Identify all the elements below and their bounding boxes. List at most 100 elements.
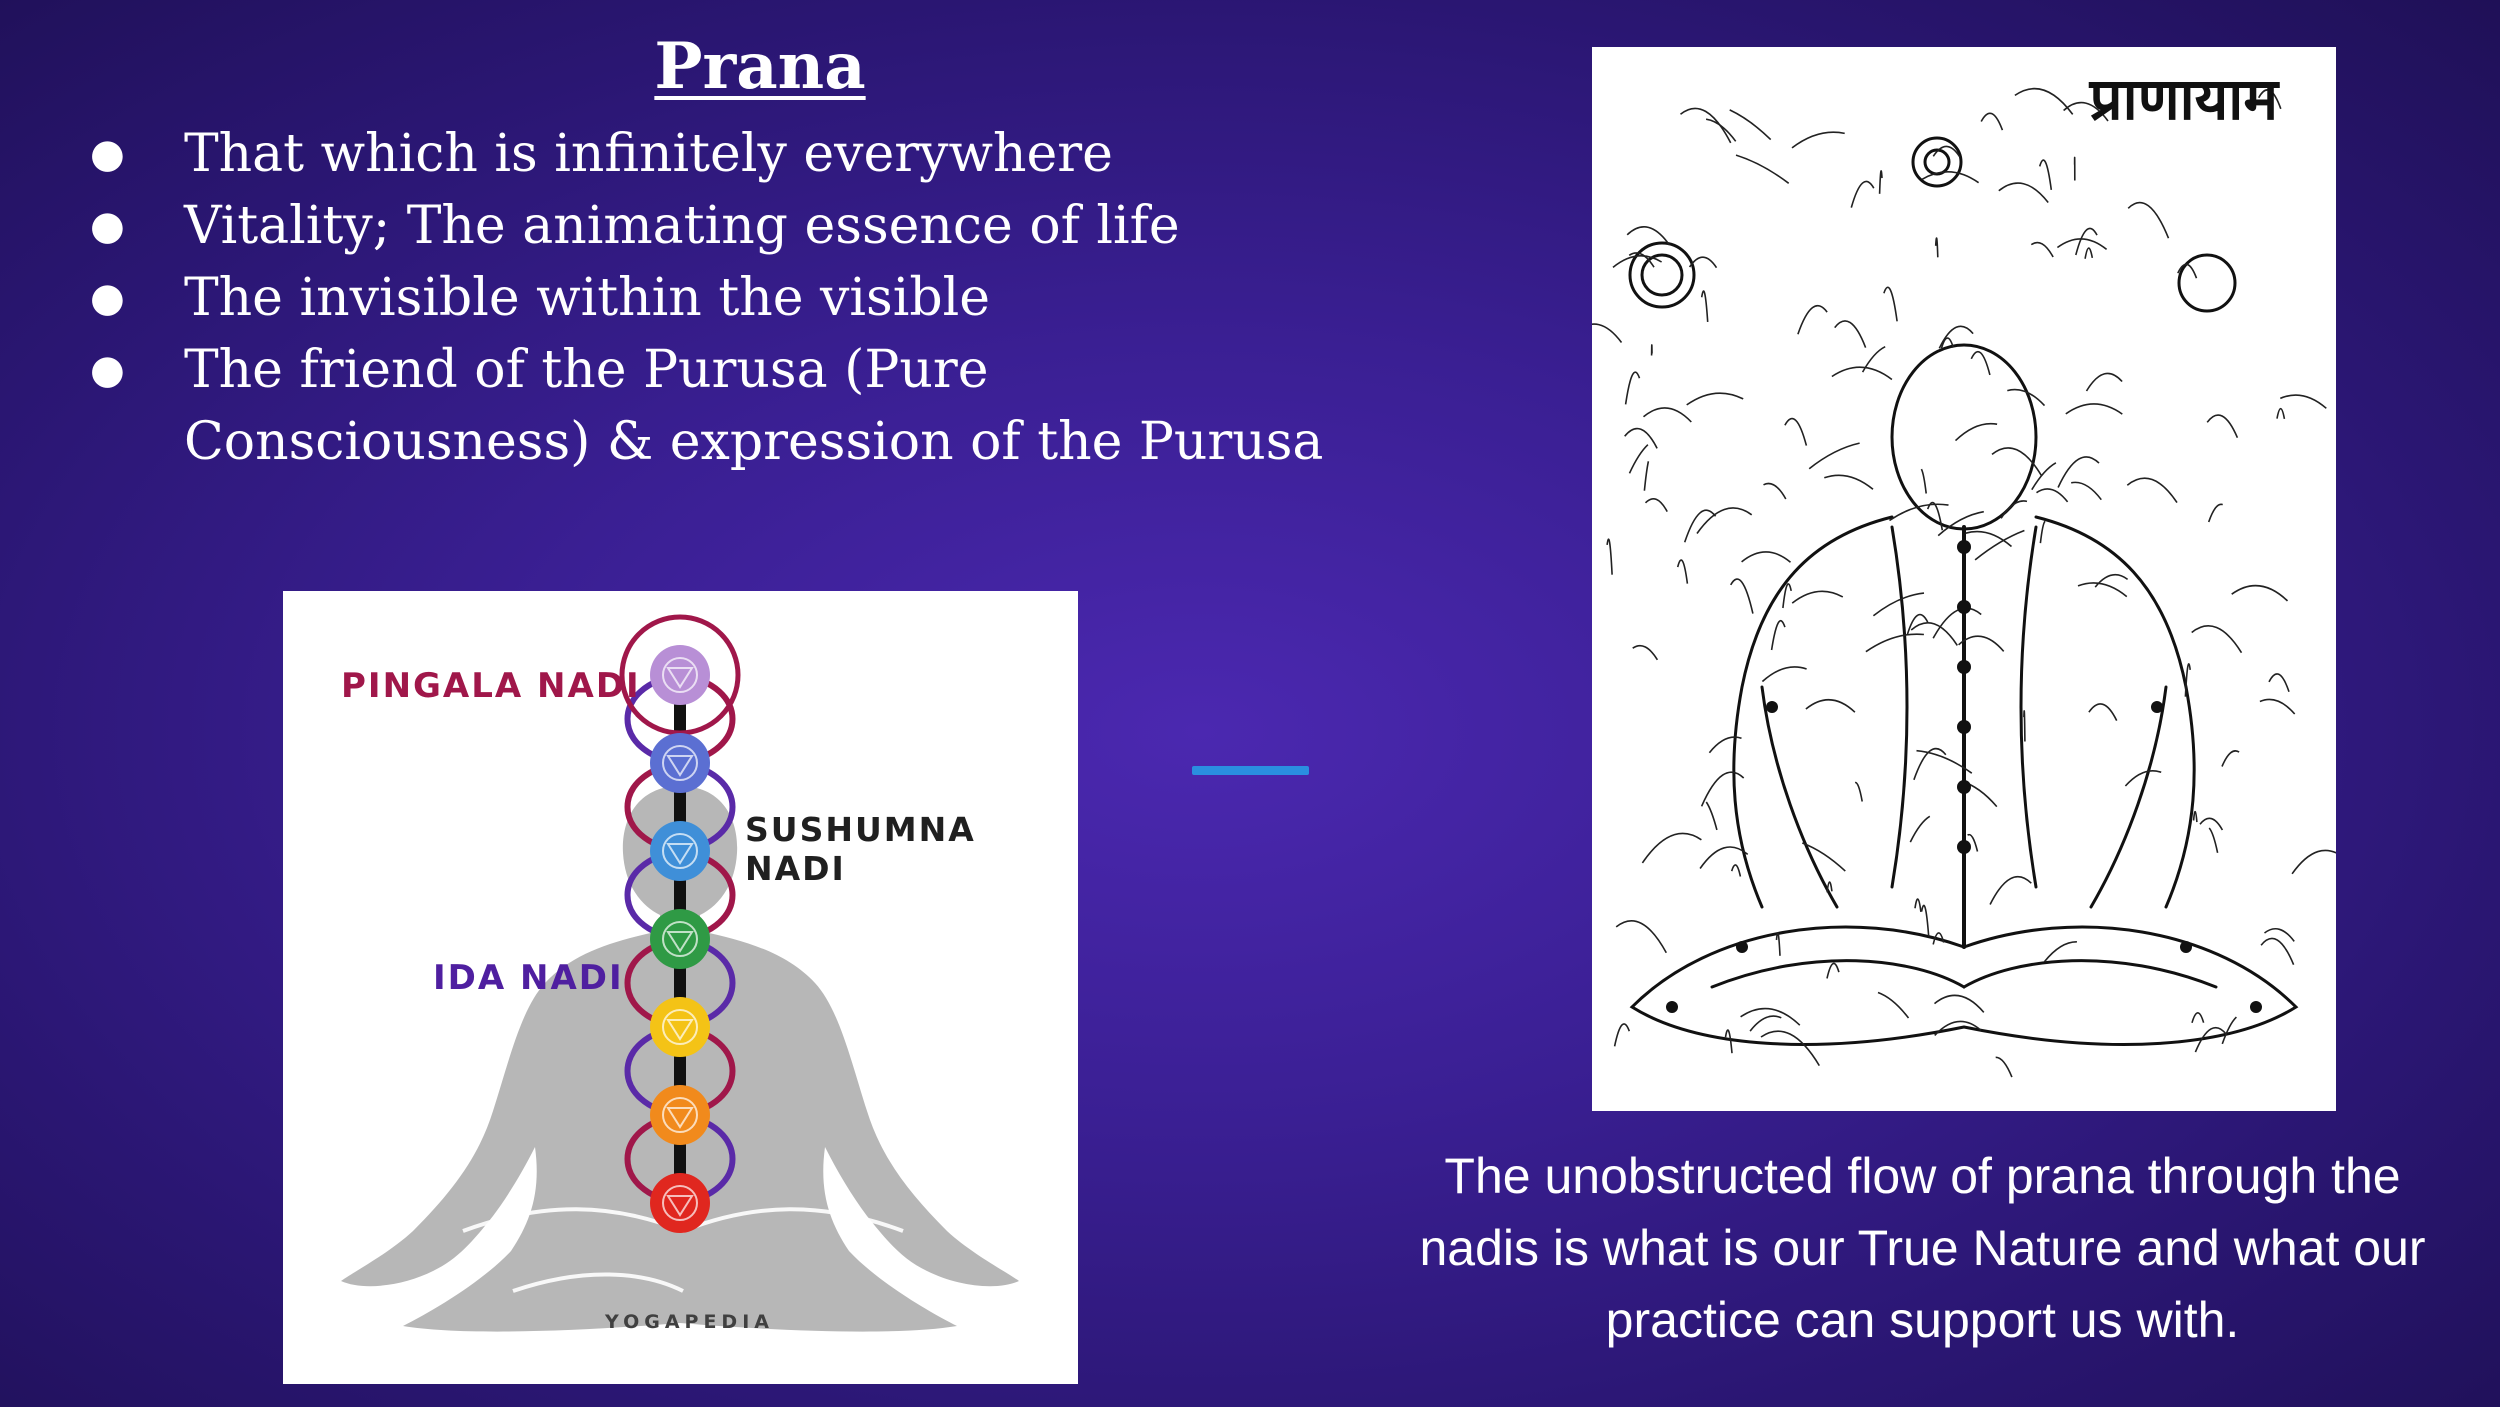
sketch-nerve-line (2126, 477, 2178, 504)
sketch-nerve-line (1910, 622, 1958, 646)
sketch-nerve-line (2127, 201, 2170, 239)
sketch-nerve-line (1700, 771, 1745, 807)
sketch-nerve-line (2038, 159, 2053, 191)
sketch-nerve-line (1974, 529, 2025, 561)
sketch-nerve-line (1643, 461, 1650, 491)
sketch-nerve-line (1761, 666, 1807, 683)
sketch-nerve-line (1797, 305, 1828, 335)
sketch-nerve-line (1980, 112, 2004, 131)
bullet-list: ● That which is infinitely everywhere ● … (80, 118, 1400, 478)
ida-nadi-label: IDA NADI (433, 958, 624, 998)
sketch-nerve-line (1824, 474, 1874, 490)
sketch-nerve-line (1954, 422, 1998, 442)
sketch-nerve-line (1995, 1056, 2013, 1078)
sketch-nerve-line (1932, 932, 1945, 945)
sketch-nerve-line (1940, 337, 1955, 349)
sketch-nerve-line (1921, 171, 1980, 184)
sketch-chakra-dot (1957, 660, 1971, 674)
chakra-symbol (650, 645, 710, 705)
chakra-symbol (650, 1085, 710, 1145)
chakra-symbol (650, 997, 710, 1057)
sketch-nerve-line (2192, 810, 2198, 823)
sketch-nerve-line (1958, 635, 2005, 652)
sketch-nerve-line (1613, 1023, 1631, 1047)
sketch-nerve-line (1700, 290, 1709, 322)
sketch-chakra-dot (1957, 840, 1971, 854)
pranayama-body-sketch (1592, 87, 2336, 1078)
sketch-nerve-line (1763, 482, 1787, 500)
sketch-nerve-line (2221, 750, 2240, 767)
sketch-nerve-line (2221, 1016, 2237, 1045)
sketch-nerve-line (1934, 237, 1939, 258)
sketch-joint-dot (1766, 701, 1778, 713)
sketch-nerve-line (2000, 500, 2028, 519)
sketch-nerve-line (1741, 551, 1792, 563)
sketch-nerve-line (1998, 182, 2049, 203)
sketch-nerve-line (1592, 323, 1623, 343)
sketch-nerve-line (2023, 710, 2026, 742)
sketch-joint-dot (2250, 1001, 2262, 1013)
sketch-joint-dot (1666, 1001, 1678, 1013)
sketch-nerve-line (1826, 881, 1833, 893)
sketch-nerve-line (2191, 1011, 2205, 1024)
sketch-nerve-line (1740, 1007, 1801, 1026)
sketch-nerve-line (2208, 827, 2219, 853)
sketch-nerve-line (1705, 801, 1718, 831)
sketch-nerve-line (1889, 503, 1949, 522)
slide-caption: The unobstructed flow of prana through t… (1419, 1148, 2426, 1348)
pingala-nadi-label: PINGALA NADI (341, 666, 641, 706)
sketch-nerve-line (1805, 699, 1856, 713)
sketch-joint-dot (2180, 941, 2192, 953)
bullet-marker: ● (90, 275, 125, 321)
sketch-nerve-line (1688, 256, 1718, 269)
chakra-symbol (650, 821, 710, 881)
sketch-nerve-line (1920, 468, 1927, 494)
sketch-nerve-line (1933, 994, 1985, 1013)
sketch-nerve-line (2206, 414, 2239, 439)
sketch-nerve-line (1932, 607, 1982, 639)
sketch-nerve-line (1932, 145, 1961, 158)
sketch-nerve-line (1877, 991, 1910, 1019)
sketch-nerve-line (1991, 447, 2043, 477)
sketch-nerve-line (1628, 444, 1649, 474)
sketch-nerve-line (2056, 238, 2108, 251)
pranayama-heading: प्राणायाम (2089, 65, 2278, 133)
bullet-text: The friend of the Purusa (Pure Conscious… (184, 340, 1324, 472)
sketch-nerve-line (1791, 590, 1844, 604)
sketch-nerve-line (1872, 592, 1925, 617)
sketch-nerve-line (1854, 781, 1863, 802)
sketch-nerve-line (1826, 962, 1840, 979)
sketch-joint-dot (2151, 701, 2163, 713)
sketch-nerve-line (1808, 442, 1860, 470)
sketch-nerve-line (1965, 530, 2013, 548)
sketch-nerve-line (2257, 89, 2282, 110)
bullet-marker: ● (90, 131, 125, 177)
sketch-nerve-line (1802, 842, 1846, 872)
sketch-chakra-dot (1957, 780, 1971, 794)
sketch-nerve-line (1749, 1015, 1782, 1032)
sketch-nerve-line (2071, 481, 2102, 501)
sketch-nerve-line (1735, 154, 1790, 184)
sketch-nerve-line (1916, 749, 1973, 774)
sketch-nerve-line (1909, 815, 1931, 843)
sketch-nerve-line (1883, 286, 1898, 322)
sketch-nerve-line (1708, 736, 1742, 754)
slide-title: Prana (654, 29, 866, 104)
sketch-nerve-line (1989, 875, 2032, 905)
bullet-marker: ● (90, 203, 125, 249)
sketch-nerve-line (1730, 578, 1754, 614)
yogapedia-watermark: YOGAPEDIA (605, 1311, 774, 1333)
sketch-nerve-line (2260, 937, 2295, 966)
sketch-nerve-line (2184, 663, 2191, 697)
sketch-nerve-line (1850, 180, 1875, 208)
sketch-nerve-line (2036, 488, 2069, 503)
sketch-nerve-line (1624, 427, 1658, 449)
sketch-nerve-line (1676, 559, 1689, 584)
sketch-nerve-line (1683, 509, 1717, 543)
bullet-text: That which is infinitely everywhere (184, 124, 1113, 184)
sketch-nerve-line (1628, 252, 1655, 268)
sketch-nerve-line (2063, 101, 2109, 122)
sketch-nerve-line (2177, 263, 2198, 279)
sketch-nerve-line (2207, 503, 2223, 523)
sketch-nerve-line (2276, 407, 2286, 420)
